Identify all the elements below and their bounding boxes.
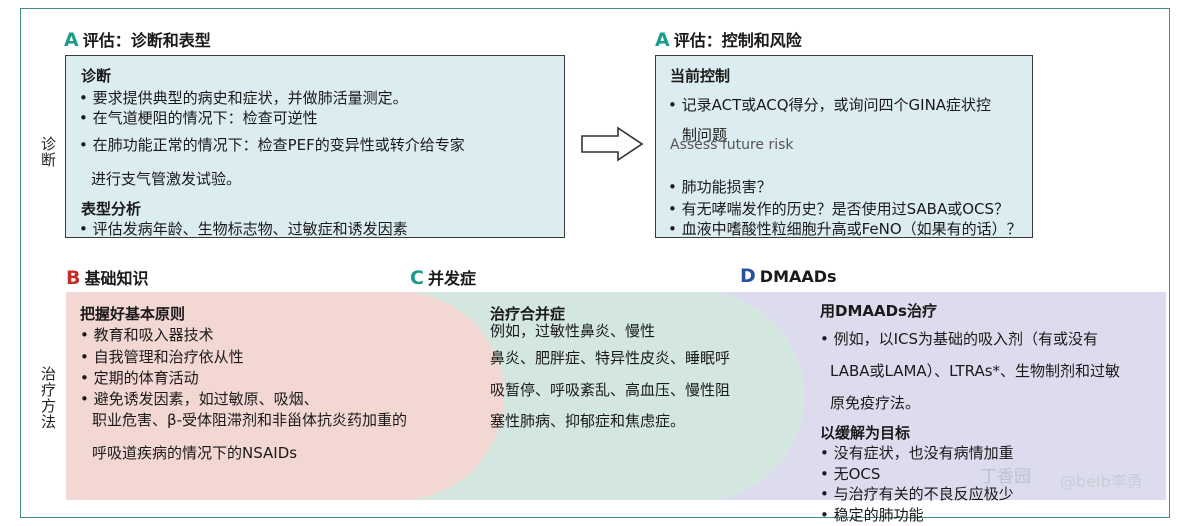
basics-item: • 教育和吸入器技术 [80, 326, 214, 344]
dmaads-box-title: 用DMAADs治疗 [820, 302, 937, 320]
dmaads-item: 原免疫疗法。 [830, 394, 921, 412]
comorbidity-item: 例如，过敏性鼻炎、慢性 [490, 322, 656, 340]
treatment-shapes [66, 292, 1166, 500]
goal-item: • 没有症状，也没有病情加重 [820, 444, 1014, 462]
section-b-letter: B [66, 267, 81, 289]
right-arrow-icon [581, 126, 644, 162]
diagnosis-item: 进行支气管激发试验。 [91, 170, 242, 188]
control-risk-box: 当前控制 • 记录ACT或ACQ得分，或询问四个GINA症状控 制问题 Asse… [655, 55, 1033, 238]
goal-item: • 无OCS [820, 465, 881, 483]
side-label-diagnosis: 诊断 [39, 136, 57, 168]
goal-item: • 稳定的肺功能 [820, 506, 924, 524]
section-a-left-title: 评估：诊断和表型 [82, 31, 211, 50]
watermark-logo: 丁香园 [980, 467, 1031, 487]
basics-item: 职业危害、β-受体阻滞剂和非甾体抗炎药加重的 [92, 411, 407, 429]
side-label-treatment: 治疗方法 [39, 366, 57, 430]
basics-item: • 自我管理和治疗依从性 [80, 348, 244, 366]
risk-item: • 血液中嗜酸性粒细胞升高或FeNO（如果有的话）？ [668, 220, 1022, 238]
phenotype-title: 表型分析 [81, 200, 142, 218]
diagnosis-phenotype-box: 诊断 • 要求提供典型的病史和症状，并做肺活量测定。 • 在气道梗阻的情况下：检… [65, 55, 565, 238]
risk-item: • 肺功能损害？ [668, 178, 772, 196]
diagnosis-item: • 在气道梗阻的情况下：检查可逆性 [79, 109, 318, 127]
diagnosis-title: 诊断 [81, 67, 112, 85]
diagnosis-item: • 在肺功能正常的情况下：检查PEF的变异性或转介给专家 [79, 136, 465, 154]
goal-title: 以缓解为目标 [820, 424, 911, 442]
section-b-title: 基础知识 [84, 269, 149, 288]
control-title: 当前控制 [670, 67, 731, 85]
comorbidity-shape [400, 292, 804, 500]
section-d-letter: D [740, 265, 756, 287]
goal-item: • 与治疗有关的不良反应极少 [820, 485, 1014, 503]
control-item: • 记录ACT或ACQ得分，或询问四个GINA症状控 [668, 96, 992, 114]
basics-item: • 定期的体育活动 [80, 369, 199, 387]
section-a-left-letter: A [64, 29, 79, 51]
figure-frame [20, 8, 1170, 518]
section-d-title: DMAADs [759, 267, 837, 286]
basics-item: 呼吸道疾病的情况下的NSAIDs [92, 444, 298, 462]
phenotype-item: • 评估发病年龄、生物标志物、过敏症和诱发因素 [79, 220, 408, 238]
basics-shape [66, 292, 504, 500]
section-a-right-letter: A [655, 29, 670, 51]
dmaads-shape [700, 292, 1166, 500]
dmaads-item: • 例如，以ICS为基础的吸入剂（有或没有 [820, 330, 1099, 348]
control-item: 制问题 [682, 126, 728, 144]
comorbidity-item: 吸暂停、呼吸紊乱、高血压、慢性阻 [490, 381, 731, 399]
dmaads-item: LABA或LAMA）、LTRAs*、生物制剂和过敏 [830, 362, 1121, 380]
comorbidity-box-title: 治疗合并症 [490, 305, 566, 323]
section-a-right-title: 评估：控制和风险 [673, 31, 802, 50]
section-c-letter: C [410, 267, 424, 289]
risk-title: Assess future risk [670, 137, 794, 153]
diagnosis-item: • 要求提供典型的病史和症状，并做肺活量测定。 [79, 89, 408, 107]
basics-item: • 避免诱发因素，如过敏原、吸烟、 [80, 390, 319, 408]
comorbidity-item: 鼻炎、肥胖症、特异性皮炎、睡眠呼 [490, 349, 731, 367]
section-c-title: 并发症 [427, 269, 476, 288]
risk-item: • 有无哮喘发作的历史？是否使用过SABA或OCS？ [668, 200, 1010, 218]
watermark-handle: @belb李勇 [1060, 472, 1143, 491]
comorbidity-item: 塞性肺病、抑郁症和焦虑症。 [490, 412, 686, 430]
basics-box-title: 把握好基本原则 [80, 305, 186, 323]
